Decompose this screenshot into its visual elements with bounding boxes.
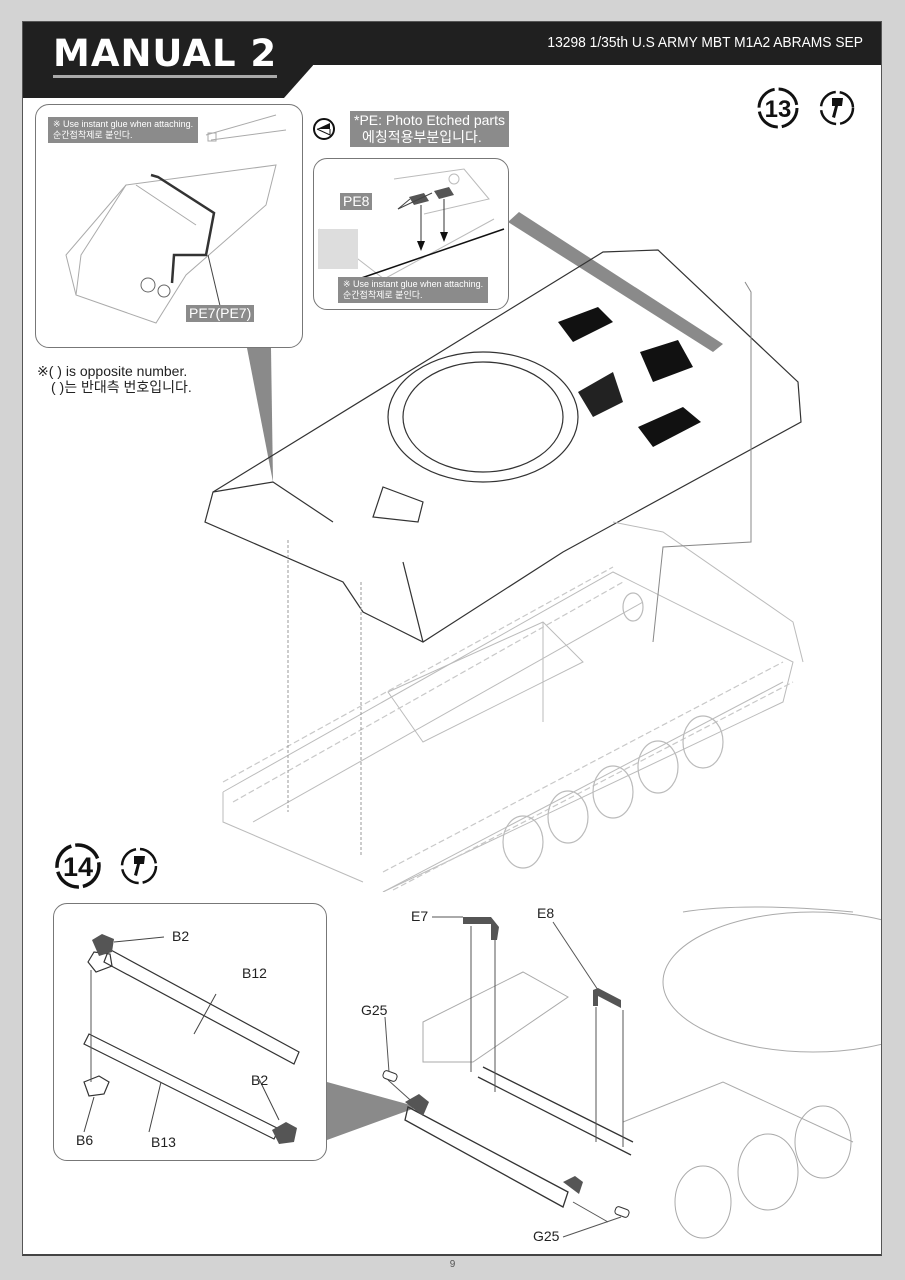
part-label-b13: B13 [151, 1134, 176, 1150]
glue-note-ko: 순간접착제로 붙인다. [53, 130, 133, 140]
part-label-g25-left: G25 [361, 1002, 388, 1018]
pe-legend-en: *PE: Photo Etched parts [354, 112, 505, 128]
pe-legend: *PE: Photo Etched parts 에칭적용부분입니다. [350, 111, 509, 147]
part-label-b2-top: B2 [172, 928, 190, 944]
callout-pe8: PE8 ※ Use instant glue when attaching. 순… [313, 158, 509, 310]
cement-glue-icon [819, 90, 855, 126]
part-label-g25-right: G25 [533, 1228, 560, 1244]
opposite-note-en: ※( ) is opposite number. [37, 363, 188, 379]
step-13-badge: 13 [757, 87, 799, 129]
page-number: 9 [449, 1259, 456, 1270]
manual-title: MANUAL 2 [53, 34, 278, 78]
callout-tow-bar-assembly: B2 B12 B2 B6 B13 [53, 903, 327, 1161]
step-14-number: 14 [63, 852, 93, 882]
part-label-b6: B6 [76, 1132, 94, 1148]
tow-bar-subassembly [83, 934, 300, 1144]
callout-pe7: ※ Use instant glue when attaching. 순간접착제… [35, 104, 303, 348]
part-label-e8: E8 [537, 905, 555, 921]
pe8-illustration [318, 168, 505, 285]
pe7-illustration [65, 114, 287, 324]
step-13-number: 13 [765, 96, 792, 123]
step-14-illustration [327, 906, 881, 1239]
glue-note: ※ Use instant glue when attaching. 순간접착제… [48, 117, 199, 143]
cement-glue-icon [120, 847, 158, 885]
part-label-b12: B12 [242, 965, 267, 981]
pe-legend-ko: 에칭적용부분입니다. [362, 129, 482, 145]
step-13-illustration [204, 212, 804, 892]
step-14-badge: 14 [55, 843, 101, 889]
glue-note: ※ Use instant glue when attaching. 순간접착제… [338, 277, 489, 303]
part-label-e7: E7 [411, 908, 429, 924]
glue-note-en: ※ Use instant glue when attaching. [53, 119, 194, 129]
opposite-note-ko: ( )는 반대측 번호입니다. [51, 379, 192, 395]
header-tab [23, 22, 313, 98]
manual-page: MANUAL 2 13298 1/35th U.S ARMY MBT M1A2 … [22, 21, 882, 1256]
photo-etch-icon [313, 118, 335, 140]
kit-title: 13298 1/35th U.S ARMY MBT M1A2 ABRAMS SE… [547, 34, 863, 51]
part-label-b2-bottom: B2 [251, 1072, 269, 1088]
part-label-pe7: PE7(PE7) [186, 305, 255, 322]
part-label-pe8: PE8 [340, 193, 373, 210]
opposite-number-note: ※( ) is opposite number. ( )는 반대측 번호입니다. [37, 363, 192, 395]
glue-note-ko: 순간접착제로 붙인다. [343, 290, 423, 300]
glue-note-en: ※ Use instant glue when attaching. [343, 279, 484, 289]
